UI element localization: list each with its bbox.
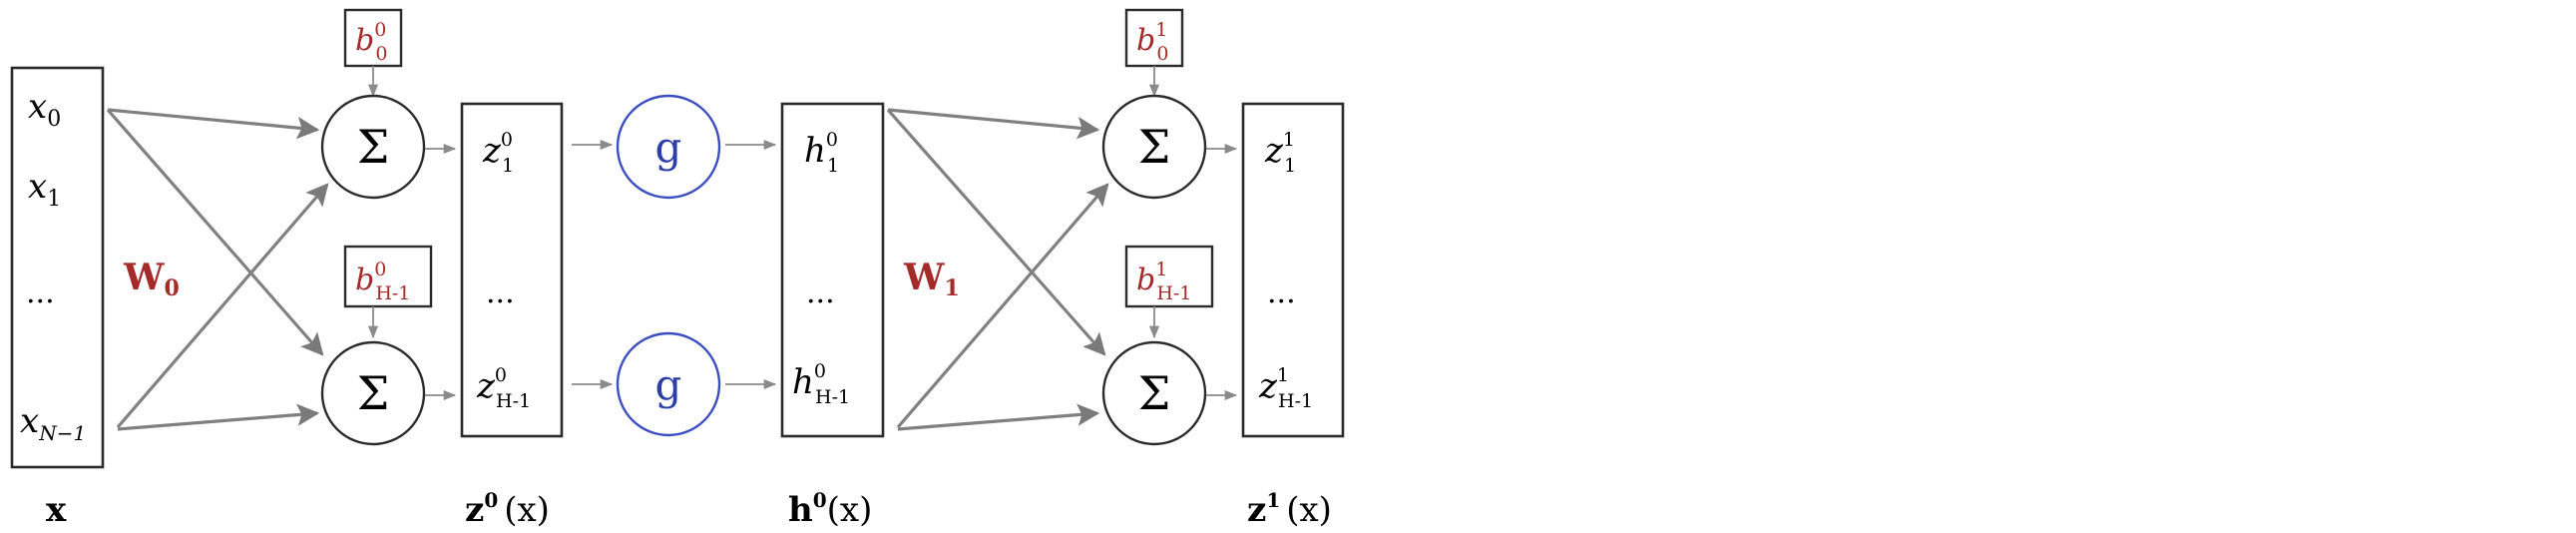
bias-b0-top-box (343, 8, 403, 68)
bias-b1-top-box (1124, 8, 1184, 68)
w1-connections (886, 108, 1109, 431)
arrow-xN-to-sum-bottom (117, 403, 320, 431)
input-xN: xN−1 (20, 401, 86, 445)
arrow-x0-to-sum-top (107, 108, 320, 140)
input-vector: x0 x1 ... xN−1 x (10, 66, 105, 530)
arrow-x0-to-sum-bottom (106, 108, 324, 356)
activation-node-top (616, 94, 721, 200)
h0-vector-label: h0(x) (788, 488, 872, 530)
h0-vector-box (780, 102, 885, 438)
weight-w0-label: W0 (123, 257, 180, 301)
activation-symbol-bottom: g (655, 360, 682, 409)
sum-node-l1-bottom (1101, 340, 1207, 446)
arrow-h0-bottom-to-sum-bottom (897, 403, 1100, 431)
sum-node-l0-bottom (320, 340, 426, 446)
z0-vector-box (460, 102, 564, 438)
z1-vector-label: z1(x) (1247, 488, 1332, 530)
input-x1: x1 (28, 167, 61, 212)
arrow-xN-to-sum-top (116, 183, 329, 429)
arrow-h0-top-to-sum-top (887, 108, 1100, 140)
z1-dots: ... (1267, 275, 1296, 310)
sum-node-l0-top (320, 94, 426, 200)
sum-symbol-l1-bottom: Σ (1138, 366, 1171, 420)
arrow-h0-top-to-sum-bottom (886, 108, 1106, 356)
z0-vector-label: z0(x) (465, 488, 550, 530)
h0-dots: ... (806, 275, 835, 310)
bias-b0-bottom-box (343, 245, 433, 308)
bias-b1-bottom-box (1124, 245, 1214, 308)
sum-symbol-l1-top: Σ (1138, 120, 1171, 174)
arrow-h0-bottom-to-sum-top (896, 183, 1109, 429)
z0-dots: ... (486, 275, 515, 310)
weight-w1-label: W1 (903, 257, 960, 301)
input-dots: ... (26, 275, 55, 310)
input-vector-label: x (46, 490, 67, 530)
z1-vector-box (1241, 102, 1345, 438)
activation-symbol-top: g (655, 123, 682, 172)
input-vector-box (10, 66, 105, 469)
sum-symbol-l0-bottom: Σ (357, 366, 390, 420)
sum-node-l1-top (1101, 94, 1207, 200)
sum-symbol-l0-top: Σ (357, 120, 390, 174)
w0-connections (106, 108, 329, 431)
input-x0: x0 (28, 87, 61, 132)
activation-node-bottom (616, 331, 721, 437)
